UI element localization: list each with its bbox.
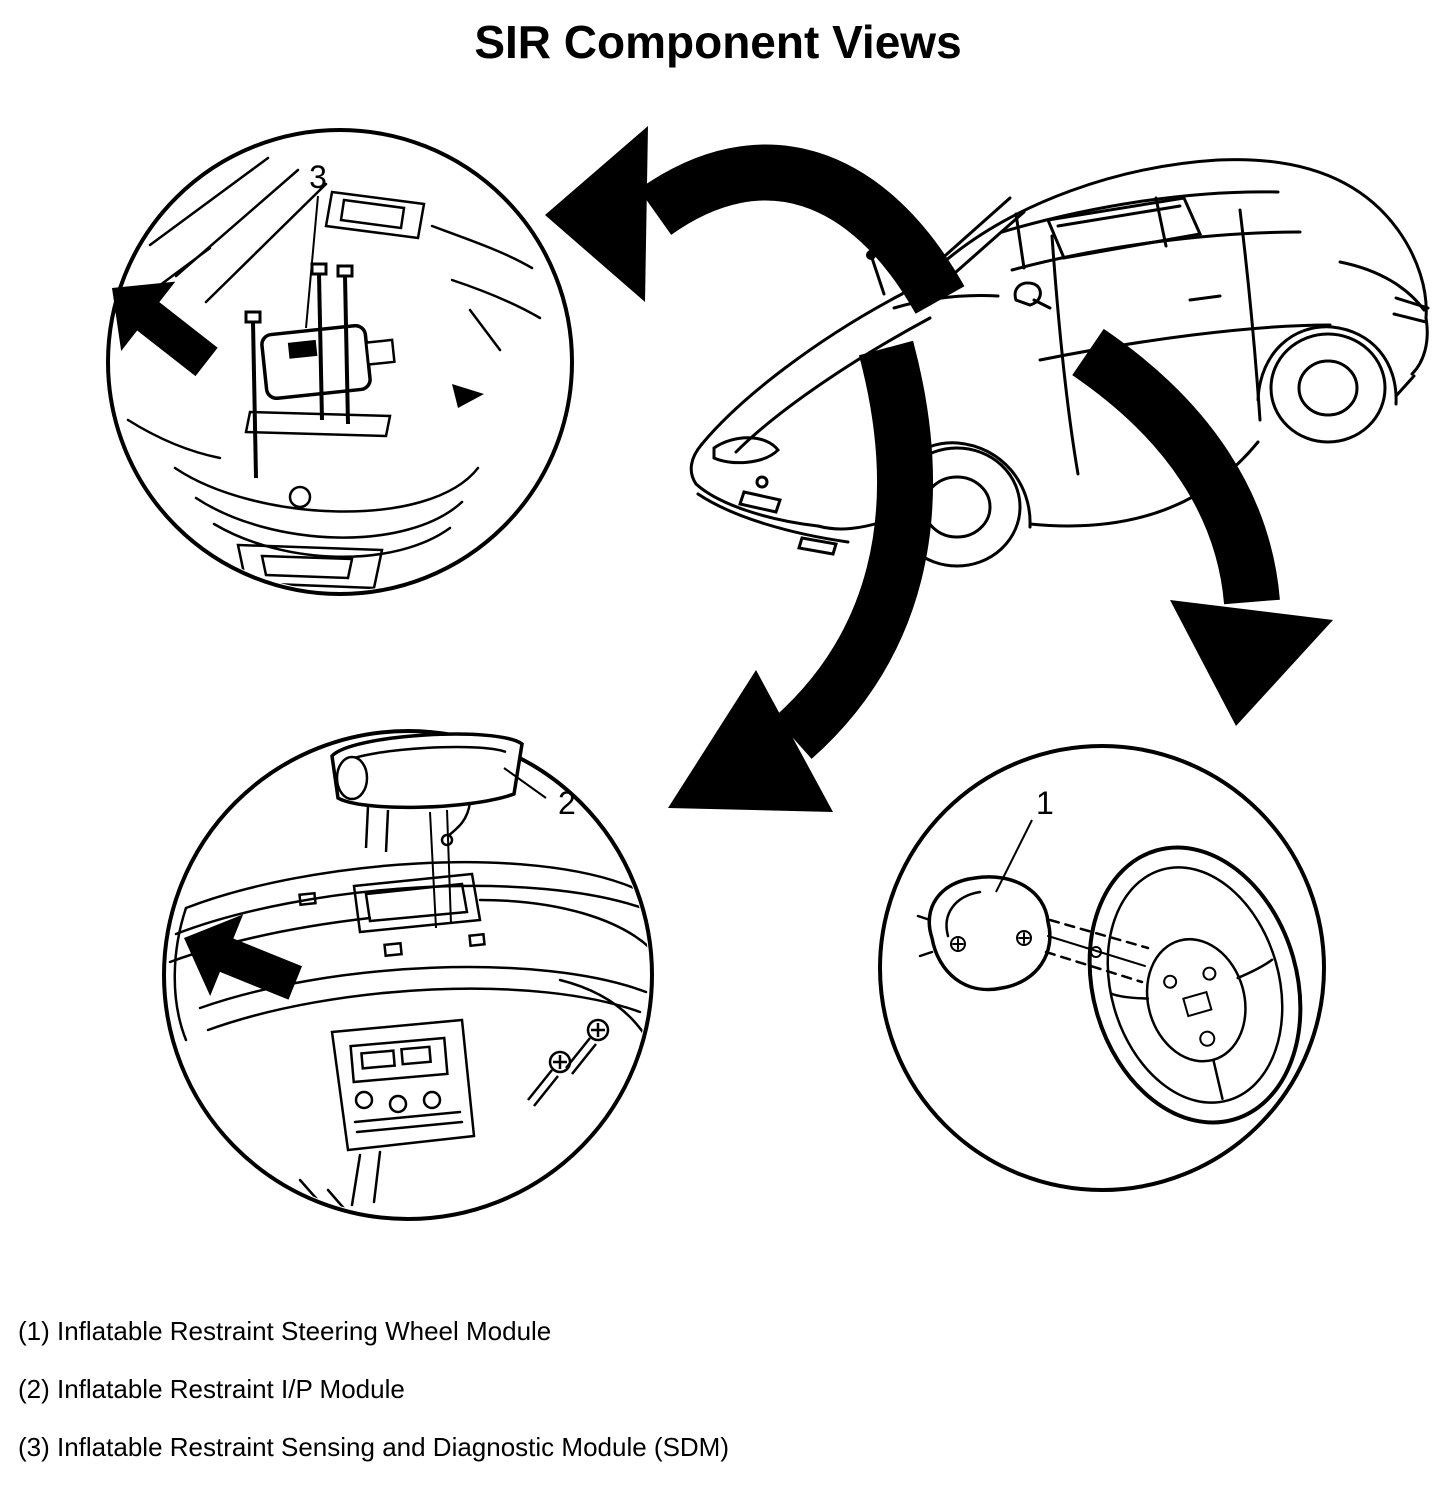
screw-cross — [553, 1055, 567, 1069]
arrow-to-ip-view — [668, 340, 933, 812]
ip-panel-lines — [168, 860, 649, 1216]
legend: (1) Inflatable Restraint Steering Wheel … — [18, 1316, 729, 1462]
sdm-connector — [364, 338, 396, 366]
car-deck-crease — [1338, 260, 1426, 312]
airbag-module-body — [927, 875, 1052, 992]
callout-leader-line — [503, 767, 547, 799]
airbag-screw — [950, 936, 966, 952]
hub-bolt-hole — [1163, 974, 1178, 989]
airbag-side-tabs — [916, 914, 934, 958]
car-mirror-stalk — [1032, 298, 1052, 310]
steering-wheel-rim-inner — [1106, 866, 1284, 1104]
bolt-shaft — [251, 321, 258, 479]
arrow-curve — [774, 340, 933, 759]
steering-wheel-spoke — [1212, 1058, 1224, 1101]
car-front-wheel-hub — [922, 475, 992, 539]
detail-view-steering-wheel: 1 — [878, 744, 1326, 1192]
hub-connector — [1182, 990, 1213, 1018]
legend-item-3: (3) Inflatable Restraint Sensing and Dia… — [18, 1432, 729, 1462]
ip-module-harness — [447, 801, 472, 837]
callout-leader-line — [995, 819, 1033, 893]
car-sunroof — [1045, 196, 1203, 260]
car-door-seam-rear — [1238, 208, 1262, 422]
car-window-top — [1000, 190, 1280, 234]
car-headlamp — [712, 436, 780, 465]
arrow-to-steering-view — [1072, 328, 1333, 726]
bolt-head — [310, 262, 328, 276]
car-rear-end — [1410, 316, 1429, 376]
bolt-shaft — [343, 275, 350, 425]
assembly-guide-line — [1047, 935, 1146, 967]
bolt-head — [244, 310, 262, 324]
callout-3: 3 — [309, 159, 327, 195]
car-door-handle — [1188, 294, 1222, 302]
car-lower-bumper — [696, 492, 850, 544]
airbag-module-contour — [945, 890, 982, 938]
steering-wheel-rim — [1087, 845, 1303, 1125]
ip-module-cylinder — [335, 755, 369, 801]
car-front-fascia — [689, 442, 820, 528]
car-sunroof-inner — [1056, 204, 1182, 228]
legend-item-1: (1) Inflatable Restraint Steering Wheel … — [18, 1316, 551, 1346]
sdm-mounting-bolts — [244, 262, 354, 479]
arrow-head — [545, 126, 648, 302]
flow-arrows — [545, 126, 1333, 812]
steering-wheel-spoke — [1236, 958, 1274, 980]
screw-shaft — [527, 1069, 559, 1107]
arrow-curve — [1072, 328, 1280, 605]
page-title: SIR Component Views — [474, 16, 961, 68]
car-fog-lamp — [797, 536, 838, 556]
detail-view-ip-module: 2 — [162, 729, 654, 1221]
car-rear-wheel-hub — [1297, 359, 1359, 417]
assembly-guide-line — [1044, 950, 1144, 984]
car-grille — [738, 490, 782, 514]
airbag-screw-cross — [952, 938, 964, 950]
car-body-crease — [1038, 323, 1332, 362]
car-antenna — [870, 256, 886, 296]
arrow-head — [1170, 600, 1333, 726]
ip-module-drawing — [330, 732, 524, 929]
arrow-to-sdm-view — [545, 126, 965, 314]
arrow-curve — [638, 144, 965, 314]
bolt-shaft — [317, 273, 324, 421]
car-door-seam-front — [1050, 234, 1080, 476]
ip-module-legs — [364, 805, 390, 853]
car-bumper-to-wheel — [816, 520, 884, 531]
alignment-lines — [429, 809, 452, 929]
car-b-pillar — [1154, 196, 1168, 248]
car-window-front-edge — [1014, 212, 1026, 270]
callout-2: 2 — [558, 785, 576, 821]
car-roofline — [942, 158, 1428, 320]
callout-1: 1 — [1036, 785, 1054, 821]
detail-view-sdm: 3 — [84, 128, 574, 596]
steering-wheel-spoke — [1109, 992, 1150, 1000]
car-cowl — [892, 294, 1000, 310]
car-hood-crease — [734, 316, 932, 454]
car-hood-edge — [700, 292, 904, 446]
hub-bolt-hole — [1202, 966, 1217, 981]
fastener-screws — [527, 1018, 610, 1107]
airbag-screw-cross — [1018, 932, 1030, 944]
hub-bolt-hole — [1199, 1030, 1216, 1047]
screw-shaft — [565, 1037, 597, 1075]
assembly-guide-line — [1048, 918, 1150, 950]
bolt-head — [336, 264, 354, 278]
legend-item-2: (2) Inflatable Restraint I/P Module — [18, 1374, 405, 1404]
sdm-module-drawing — [244, 262, 484, 479]
car-emblem — [755, 475, 769, 489]
callout-leader-line — [305, 195, 319, 329]
car-rear-lower — [1394, 374, 1416, 398]
mounting-bolt — [1090, 946, 1102, 958]
car-rear-wheel-arch — [1256, 325, 1398, 406]
car-rear-wheel — [1269, 332, 1387, 444]
small-pointer-icon — [452, 384, 484, 408]
airbag-screw — [1016, 930, 1032, 946]
screw-cross — [591, 1023, 605, 1037]
arrow-head — [668, 670, 833, 812]
sdm-direction-emblem — [287, 339, 318, 359]
vehicle-drawing — [689, 158, 1430, 568]
steering-wheel-drawing — [916, 845, 1303, 1125]
sdm-module-body — [260, 323, 372, 401]
